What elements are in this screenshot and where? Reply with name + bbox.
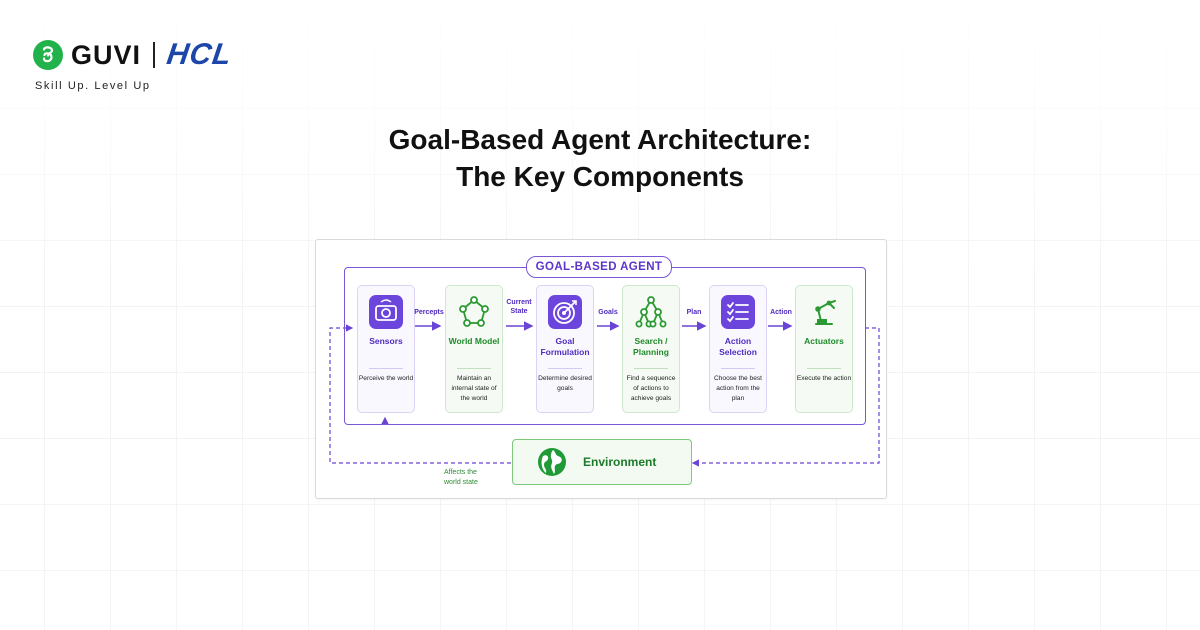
component-name: World Model xyxy=(448,336,500,346)
target-icon xyxy=(548,295,582,329)
component-description: Maintain an internal state of the world xyxy=(451,375,497,402)
component-actuators[interactable]: Actuators Execute the action xyxy=(795,285,853,413)
guvi-wordmark: GUVI xyxy=(71,39,142,70)
component-sensors[interactable]: Sensors Perceive the world xyxy=(357,285,415,413)
component-description: Execute the action xyxy=(796,375,852,382)
flow-label-current-state: Current State xyxy=(506,299,532,315)
title-line-1: Goal-Based Agent Architecture: xyxy=(388,124,812,155)
robot-arm-icon xyxy=(815,300,836,325)
guvi-logo-icon xyxy=(33,40,63,70)
component-description: Choose the best action from the plan xyxy=(713,375,763,402)
component-description: Perceive the world xyxy=(358,375,414,382)
agent-boundary xyxy=(344,267,866,425)
loop-actuators-to-environment xyxy=(691,327,880,467)
component-name: Sensors xyxy=(369,336,403,346)
architecture-diagram: GOAL-BASED AGENT Sensors Perceive the wo… xyxy=(315,239,887,499)
checklist-icon xyxy=(721,295,755,329)
flow-label-percepts: Percepts xyxy=(414,309,444,316)
flow-label-plan: Plan xyxy=(686,309,702,316)
component-description: Find a sequence of actions to achieve go… xyxy=(626,375,676,402)
loop-environment-to-sensors xyxy=(329,324,511,464)
divider xyxy=(807,368,841,369)
title-line-2: The Key Components xyxy=(456,161,744,192)
page-title: Goal-Based Agent Architecture: The Key C… xyxy=(0,121,1200,195)
component-description: Determine desired goals xyxy=(538,375,592,392)
divider xyxy=(457,368,491,369)
component-world-model[interactable]: World Model Maintain an internal state o… xyxy=(445,285,503,413)
component-name: Actuators xyxy=(804,336,844,346)
component-action-selection[interactable]: Action Selection Choose the best action … xyxy=(709,285,767,413)
component-goal-formulation[interactable]: Goal Formulation Determine desired goals xyxy=(536,285,594,413)
component-search-planning[interactable]: Search / Planning Find a sequence of act… xyxy=(622,285,680,413)
environment-box[interactable]: Environment xyxy=(512,439,692,485)
divider xyxy=(369,368,403,369)
component-name: Action Selection xyxy=(719,336,757,357)
component-name: Search / Planning xyxy=(633,336,669,357)
camera-icon xyxy=(369,295,403,329)
flow-label-goals: Goals xyxy=(598,309,618,316)
logo-divider xyxy=(153,42,155,68)
divider xyxy=(634,368,668,369)
agent-label: GOAL-BASED AGENT xyxy=(526,256,672,278)
hcl-wordmark: HCL xyxy=(164,38,234,71)
environment-label: Environment xyxy=(583,455,657,469)
component-name: Goal Formulation xyxy=(540,336,590,357)
divider xyxy=(721,368,755,369)
tree-icon xyxy=(635,296,667,328)
affects-world-label: Affects the world state xyxy=(444,469,478,486)
diagram-connectors xyxy=(329,321,880,467)
brand-logo[interactable]: GUVI HCL Skill Up. Level Up xyxy=(33,38,234,92)
brand-tagline: Skill Up. Level Up xyxy=(35,80,151,92)
flow-label-action: Action xyxy=(770,309,792,316)
globe-icon xyxy=(538,448,566,476)
network-icon xyxy=(459,296,489,327)
divider xyxy=(548,368,582,369)
